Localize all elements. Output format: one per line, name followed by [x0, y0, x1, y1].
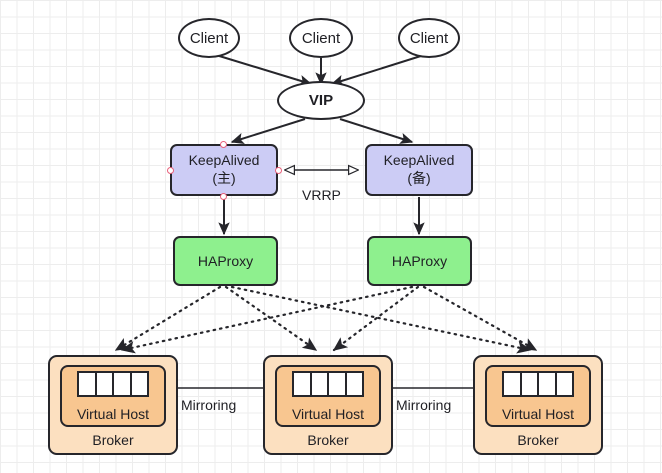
client-node-2[interactable]: Client [289, 18, 353, 58]
broker-label-1: Broker [92, 431, 134, 448]
client-node-1[interactable]: Client [178, 18, 240, 58]
port-keepalived-master-top[interactable] [220, 141, 227, 148]
queue-icon-2 [292, 371, 364, 397]
vrrp-label: VRRP [302, 187, 341, 203]
client-label-1: Client [189, 29, 229, 47]
keepalived-master-role: (主) [212, 170, 236, 186]
edge-client1-vip [215, 54, 313, 87]
keepalived-master-node[interactable]: KeepAlived (主) [170, 144, 278, 196]
port-keepalived-master-bottom[interactable] [220, 193, 227, 200]
haproxy-label-left: HAProxy [197, 253, 254, 269]
port-keepalived-master-right[interactable] [275, 167, 282, 174]
mirroring-label-left: Mirroring [181, 397, 237, 413]
client-label-3: Client [409, 29, 449, 47]
edge-client3-vip [330, 54, 425, 86]
haproxy-node-left[interactable]: HAProxy [173, 236, 278, 286]
client-label-2: Client [301, 29, 341, 47]
broker-label-3: Broker [517, 431, 559, 448]
vip-label: VIP [308, 92, 334, 109]
broker-label-2: Broker [307, 431, 349, 448]
haproxy-label-right: HAProxy [391, 253, 448, 269]
queue-icon-1 [77, 371, 149, 397]
mirroring-label-right: Mirroring [396, 397, 452, 413]
virtual-host-label-2: Virtual Host [291, 405, 365, 422]
port-keepalived-master-left[interactable] [167, 167, 174, 174]
virtual-host-label-3: Virtual Host [501, 405, 575, 422]
edge-haproxy-left-broker3 [230, 285, 532, 354]
keepalived-backup-name: KeepAlived [383, 152, 455, 169]
edge-haproxy-right-broker1 [120, 285, 414, 354]
keepalived-master-name: KeepAlived [188, 152, 260, 169]
client-node-3[interactable]: Client [398, 18, 460, 58]
edge-haproxy-left-broker2 [224, 285, 318, 352]
edge-haproxy-right-broker2 [332, 285, 420, 352]
vip-node[interactable]: VIP [277, 81, 365, 120]
keepalived-backup-role: (备) [407, 170, 431, 186]
virtual-host-label-1: Virtual Host [76, 405, 150, 422]
edge-vip-keepalived-backup [339, 118, 414, 144]
edge-haproxy-left-broker1 [114, 285, 222, 352]
queue-icon-3 [502, 371, 574, 397]
keepalived-backup-node[interactable]: KeepAlived (备) [365, 144, 473, 196]
edge-vip-keepalived-master [230, 118, 306, 144]
haproxy-node-right[interactable]: HAProxy [367, 236, 472, 286]
edge-haproxy-right-broker3 [422, 285, 538, 352]
